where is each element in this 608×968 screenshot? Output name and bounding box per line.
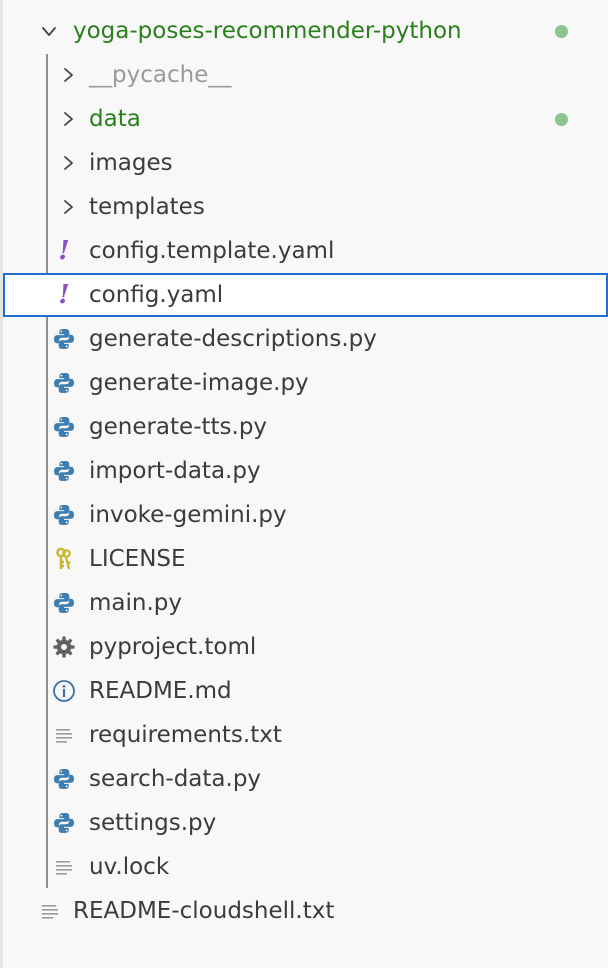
file-label: generate-image.py (89, 370, 309, 396)
file-label: config.template.yaml (89, 238, 335, 264)
folder-label: data (89, 106, 141, 132)
clipped-row-above (373, 0, 533, 4)
file-settings-py[interactable]: settings.py (3, 801, 608, 845)
file-label: generate-descriptions.py (89, 326, 377, 352)
file-import-data-py[interactable]: import-data.py (3, 449, 608, 493)
info-icon (52, 679, 76, 703)
file-label: uv.lock (89, 854, 170, 880)
chevron-right-icon[interactable] (58, 197, 78, 217)
folder-data[interactable]: data (3, 97, 608, 141)
file-readme-md[interactable]: README.md (3, 669, 608, 713)
file-requirements-txt[interactable]: requirements.txt (3, 713, 608, 757)
folder-yoga-poses-recommender-python[interactable]: yoga-poses-recommender-python (3, 9, 608, 53)
modified-indicator-dot (555, 113, 568, 126)
text-file-icon (52, 723, 76, 747)
file-label: README.md (89, 678, 232, 704)
python-icon (52, 459, 76, 483)
file-label: search-data.py (89, 766, 262, 792)
file-label: invoke-gemini.py (89, 502, 287, 528)
file-label: config.yaml (89, 282, 224, 308)
license-key-icon (52, 547, 76, 571)
folder-label: images (89, 150, 173, 176)
file-main-py[interactable]: main.py (3, 581, 608, 625)
file-license[interactable]: LICENSE (3, 537, 608, 581)
python-icon (52, 591, 76, 615)
file-label: import-data.py (89, 458, 261, 484)
chevron-right-icon[interactable] (58, 109, 78, 129)
file-generate-image-py[interactable]: generate-image.py (3, 361, 608, 405)
chevron-down-icon[interactable] (39, 21, 59, 41)
file-label: settings.py (89, 810, 217, 836)
folder-label: __pycache__ (89, 62, 232, 88)
python-icon (52, 811, 76, 835)
python-icon (52, 415, 76, 439)
chevron-right-icon[interactable] (58, 65, 78, 85)
chevron-right-icon[interactable] (58, 153, 78, 173)
python-icon (52, 767, 76, 791)
python-icon (52, 327, 76, 351)
folder-pycache[interactable]: __pycache__ (3, 53, 608, 97)
text-file-icon (38, 899, 62, 923)
file-invoke-gemini-py[interactable]: invoke-gemini.py (3, 493, 608, 537)
file-readme-cloudshell-txt[interactable]: README-cloudshell.txt (3, 889, 608, 933)
file-config-yaml[interactable]: ! config.yaml (3, 273, 608, 317)
file-label: generate-tts.py (89, 414, 268, 440)
text-file-icon (52, 855, 76, 879)
folder-images[interactable]: images (3, 141, 608, 185)
file-label: README-cloudshell.txt (73, 898, 335, 924)
file-search-data-py[interactable]: search-data.py (3, 757, 608, 801)
file-label: LICENSE (89, 546, 186, 572)
yaml-icon: ! (58, 236, 70, 266)
folder-templates[interactable]: templates (3, 185, 608, 229)
file-config-template-yaml[interactable]: ! config.template.yaml (3, 229, 608, 273)
modified-indicator-dot (555, 25, 568, 38)
indent-guide (46, 54, 48, 888)
root-folder-label: yoga-poses-recommender-python (73, 18, 462, 44)
file-generate-tts-py[interactable]: generate-tts.py (3, 405, 608, 449)
file-uv-lock[interactable]: uv.lock (3, 845, 608, 889)
python-icon (52, 371, 76, 395)
file-pyproject-toml[interactable]: pyproject.toml (3, 625, 608, 669)
yaml-icon: ! (58, 280, 70, 310)
python-icon (52, 503, 76, 527)
folder-label: templates (89, 194, 205, 220)
file-label: requirements.txt (89, 722, 282, 748)
file-label: pyproject.toml (89, 634, 257, 660)
file-generate-descriptions-py[interactable]: generate-descriptions.py (3, 317, 608, 361)
gear-icon (52, 635, 76, 659)
file-label: main.py (89, 590, 182, 616)
